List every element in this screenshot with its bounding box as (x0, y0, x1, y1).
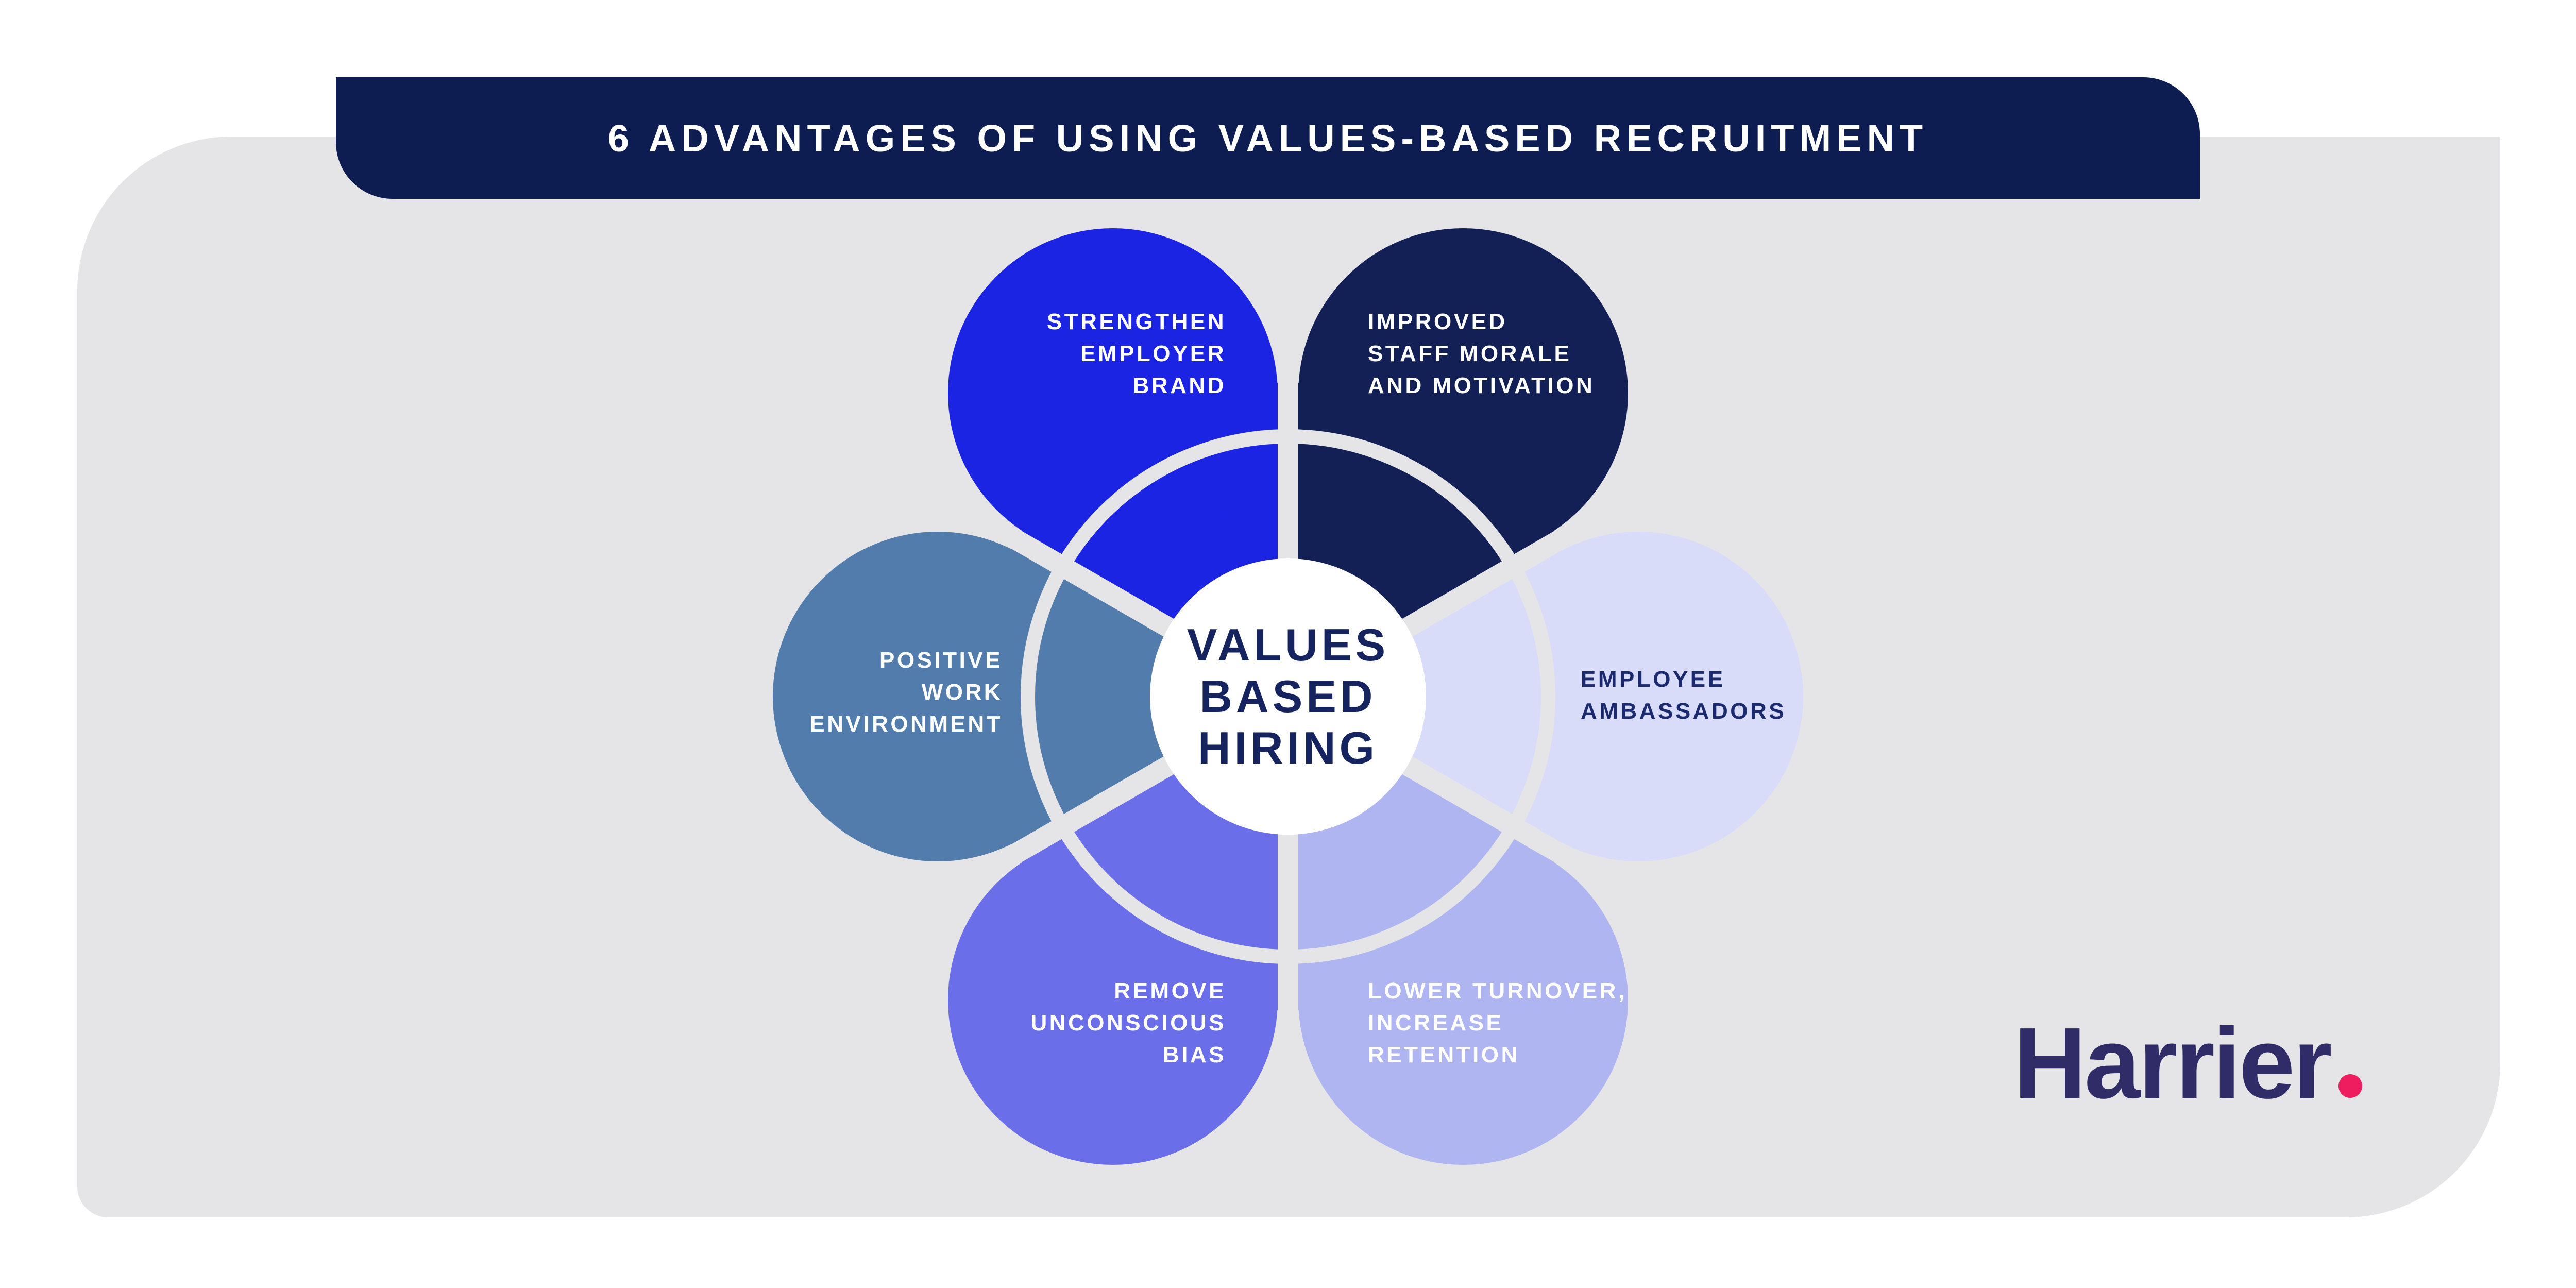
harrier-logo-text: Harrier (2013, 1007, 2332, 1120)
decorative-ring (1021, 429, 1555, 964)
petal-employee-ambassadors (1288, 532, 1803, 861)
title-banner: 6 ADVANTAGES OF USING VALUES-BASED RECRU… (336, 77, 2200, 199)
harrier-logo: Harrier (2013, 1013, 2362, 1114)
logo-dot (2338, 1074, 2362, 1098)
petal-label-remove-unconscious-bias: REMOVE UNCONSCIOUS BIAS (1030, 978, 1226, 1067)
petal-label-strengthen-employer-brand: STRENGTHEN EMPLOYER BRAND (1046, 309, 1226, 398)
petal-label-improved-staff-morale: IMPROVED STAFF MORALE AND MOTIVATION (1368, 309, 1595, 398)
page-title: 6 ADVANTAGES OF USING VALUES-BASED RECRU… (607, 116, 1928, 160)
petal-label-positive-work-environment: POSITIVE WORK ENVIRONMENT (809, 648, 1003, 737)
petal-positive-work-environment (773, 532, 1288, 861)
petal-label-employee-ambassadors: EMPLOYEE AMBASSADORS (1581, 667, 1787, 724)
center-title: VALUES BASED HIRING (1187, 619, 1389, 773)
center-circle (1150, 558, 1426, 835)
petal-label-lower-turnover: LOWER TURNOVER, INCREASE RETENTION (1368, 978, 1627, 1067)
